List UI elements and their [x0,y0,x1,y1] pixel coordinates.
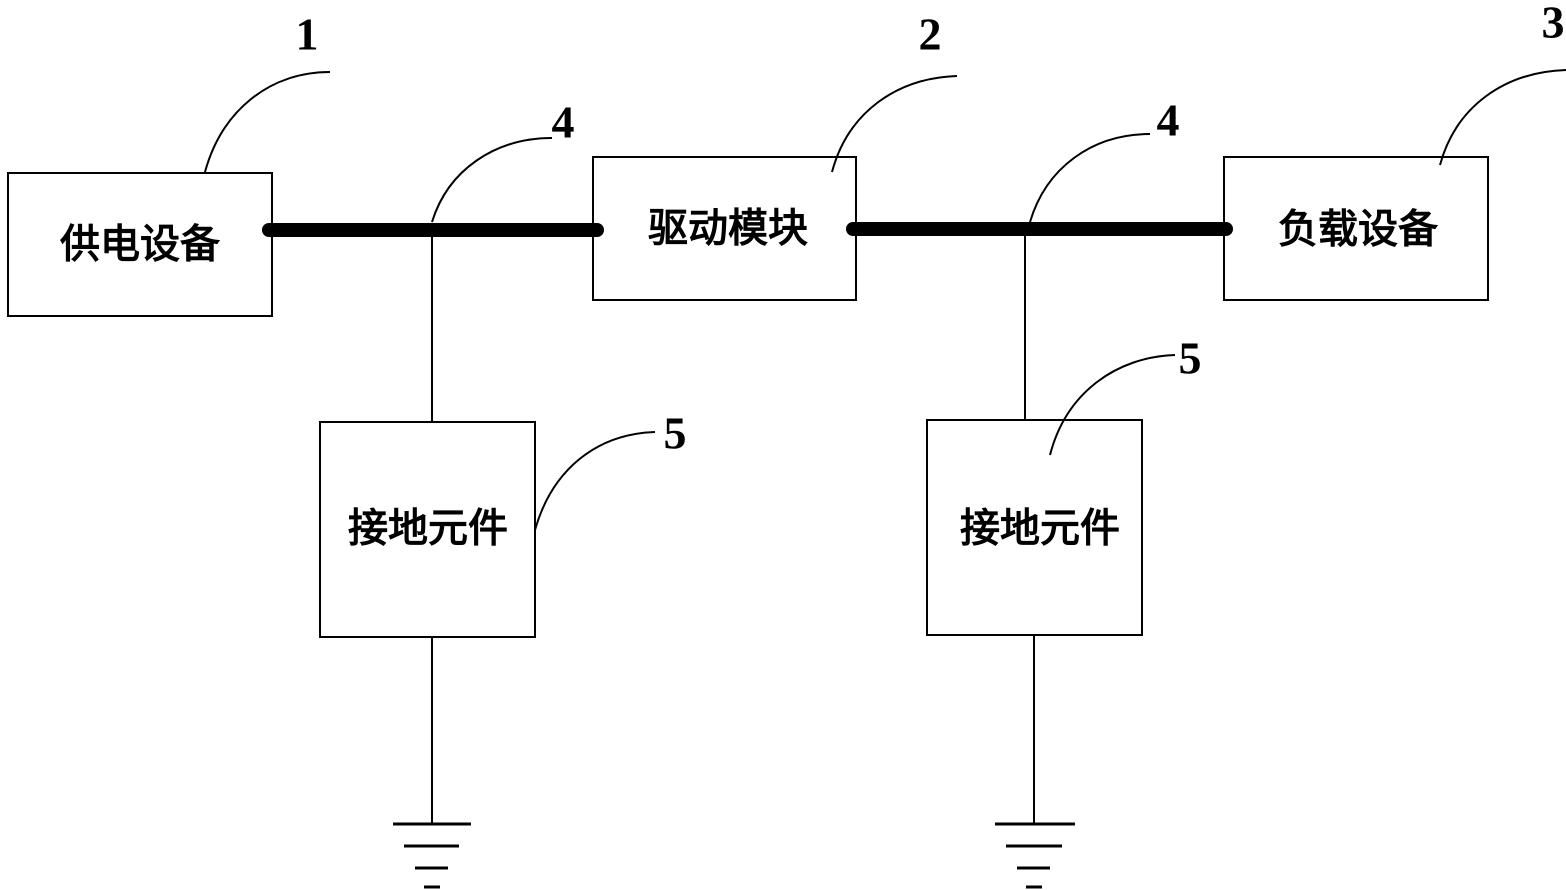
load-device-label: 负载设备 [1278,206,1439,253]
leader-line-4-right [1029,133,1151,223]
leader-line-5-right [1049,354,1176,456]
ground-symbol-right-icon [995,822,1075,889]
ref-number-1: 1 [296,9,319,60]
ref-number-4-right: 4 [1157,95,1180,146]
load-device-box [1223,156,1489,301]
drive-module-label: 驱动模块 [648,205,808,252]
ref-number-3: 3 [1542,0,1565,48]
leader-line-4-left [431,137,553,223]
ground-element-left-block: 接地元件 [319,421,536,638]
ground-element-left-box [319,421,536,638]
leader-line-2 [831,75,958,173]
ground-symbol-left-icon [393,822,471,889]
ground-element-right-label: 接地元件 [960,505,1120,552]
drive-module-box [592,156,857,301]
power-supply-block: 供电设备 [7,172,273,317]
ref-number-5-left: 5 [664,408,687,459]
leader-line-3 [1439,69,1566,166]
ref-number-2: 2 [919,9,942,60]
load-device-block: 负载设备 [1223,156,1489,301]
ground-element-right-block: 接地元件 [926,419,1143,636]
drive-module-block: 驱动模块 [592,156,857,301]
ref-number-4-left: 4 [552,97,575,148]
ground-element-right-box [926,419,1143,636]
leader-line-1 [204,71,331,173]
ground-element-left-label: 接地元件 [348,505,508,552]
ref-number-5-right: 5 [1179,333,1202,384]
power-supply-label: 供电设备 [60,221,221,268]
power-supply-box [7,172,273,317]
leader-line-5-left [534,431,656,531]
